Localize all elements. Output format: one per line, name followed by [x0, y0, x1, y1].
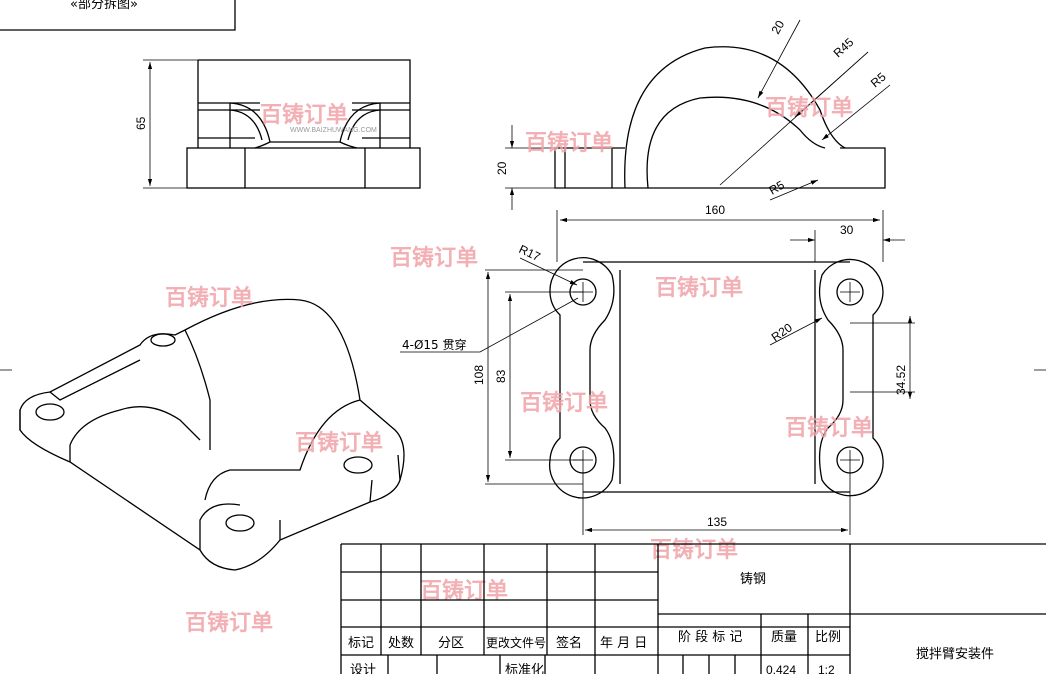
header-change-doc: 更改文件号: [486, 635, 546, 650]
dim-front-height: 65: [134, 116, 148, 130]
dim-side-fillet-bottom: R5: [767, 178, 788, 198]
header-signature: 签名: [556, 635, 582, 651]
part-name: 搅拌臂安装件: [916, 646, 994, 662]
view-label-box: «部分拆图»: [0, 0, 236, 31]
watermarks: 百铸订单 WWW.BAIZHUWANG.COM 百铸订单 百铸订单 百铸订单 百…: [165, 95, 873, 636]
header-mark: 标记: [348, 636, 374, 651]
mass-value: 0.424: [766, 663, 796, 674]
dim-side-arc-width: 20: [768, 18, 787, 37]
dim-boss-offset: 30: [840, 223, 854, 237]
material: 铸钢: [740, 571, 766, 587]
dim-waist-offset: 34.52: [894, 365, 908, 395]
watermark-text: 百铸订单: [520, 390, 608, 416]
header-count: 处数: [388, 636, 414, 651]
isometric-view: [19, 298, 405, 571]
watermark-text: 百铸订单: [260, 102, 348, 128]
header-date: 年 月 日: [600, 636, 647, 651]
view-label: «部分拆图»: [70, 0, 138, 12]
watermark-text: 百铸订单: [525, 130, 613, 156]
dim-side-base: 20: [495, 161, 509, 175]
mass-label: 质量: [771, 630, 797, 645]
watermark-text: 百铸订单: [765, 95, 853, 121]
header-zone: 分区: [438, 636, 464, 651]
stage-mark-label: 阶 段 标 记: [678, 630, 742, 645]
dim-side-outer-radius: R45: [831, 35, 857, 60]
front-view: 65: [134, 59, 421, 189]
watermark-text: 百铸订单: [165, 285, 253, 311]
dim-side-fillet-top: R5: [868, 70, 889, 91]
scale-label: 比例: [815, 630, 841, 645]
design-label: 设计: [350, 663, 376, 674]
dim-overall-length: 160: [705, 203, 725, 217]
dim-hole-spacing-x: 135: [707, 515, 727, 529]
watermark-text: 百铸订单: [650, 537, 738, 563]
dim-hole-spacing-y: 83: [494, 369, 508, 383]
watermark-url: WWW.BAIZHUWANG.COM: [290, 127, 377, 134]
watermark-text: 百铸订单: [785, 415, 873, 441]
dim-waist-radius: R20: [769, 320, 795, 344]
dim-boss-radius: R17: [517, 242, 543, 264]
scale-value: 1:2: [818, 663, 835, 674]
title-block: 铸钢 标记 处数 分区 更改文件号 签名 年 月 日 阶 段 标 记 质量 比例…: [340, 543, 1046, 674]
watermark-text: 百铸订单: [390, 245, 478, 271]
watermark-text: 百铸订单: [185, 610, 273, 636]
holes: [569, 278, 864, 474]
plan-view: 160 30 R17 4-Ø15 贯穿 108 83 R20 34.52 135: [0, 203, 1046, 535]
watermark-text: 百铸订单: [295, 430, 383, 456]
standardize-label: 标准化: [505, 663, 544, 674]
watermark-text: 百铸订单: [655, 275, 743, 301]
hole-note: 4-Ø15 贯穿: [402, 337, 467, 352]
dim-overall-width: 108: [472, 365, 486, 385]
